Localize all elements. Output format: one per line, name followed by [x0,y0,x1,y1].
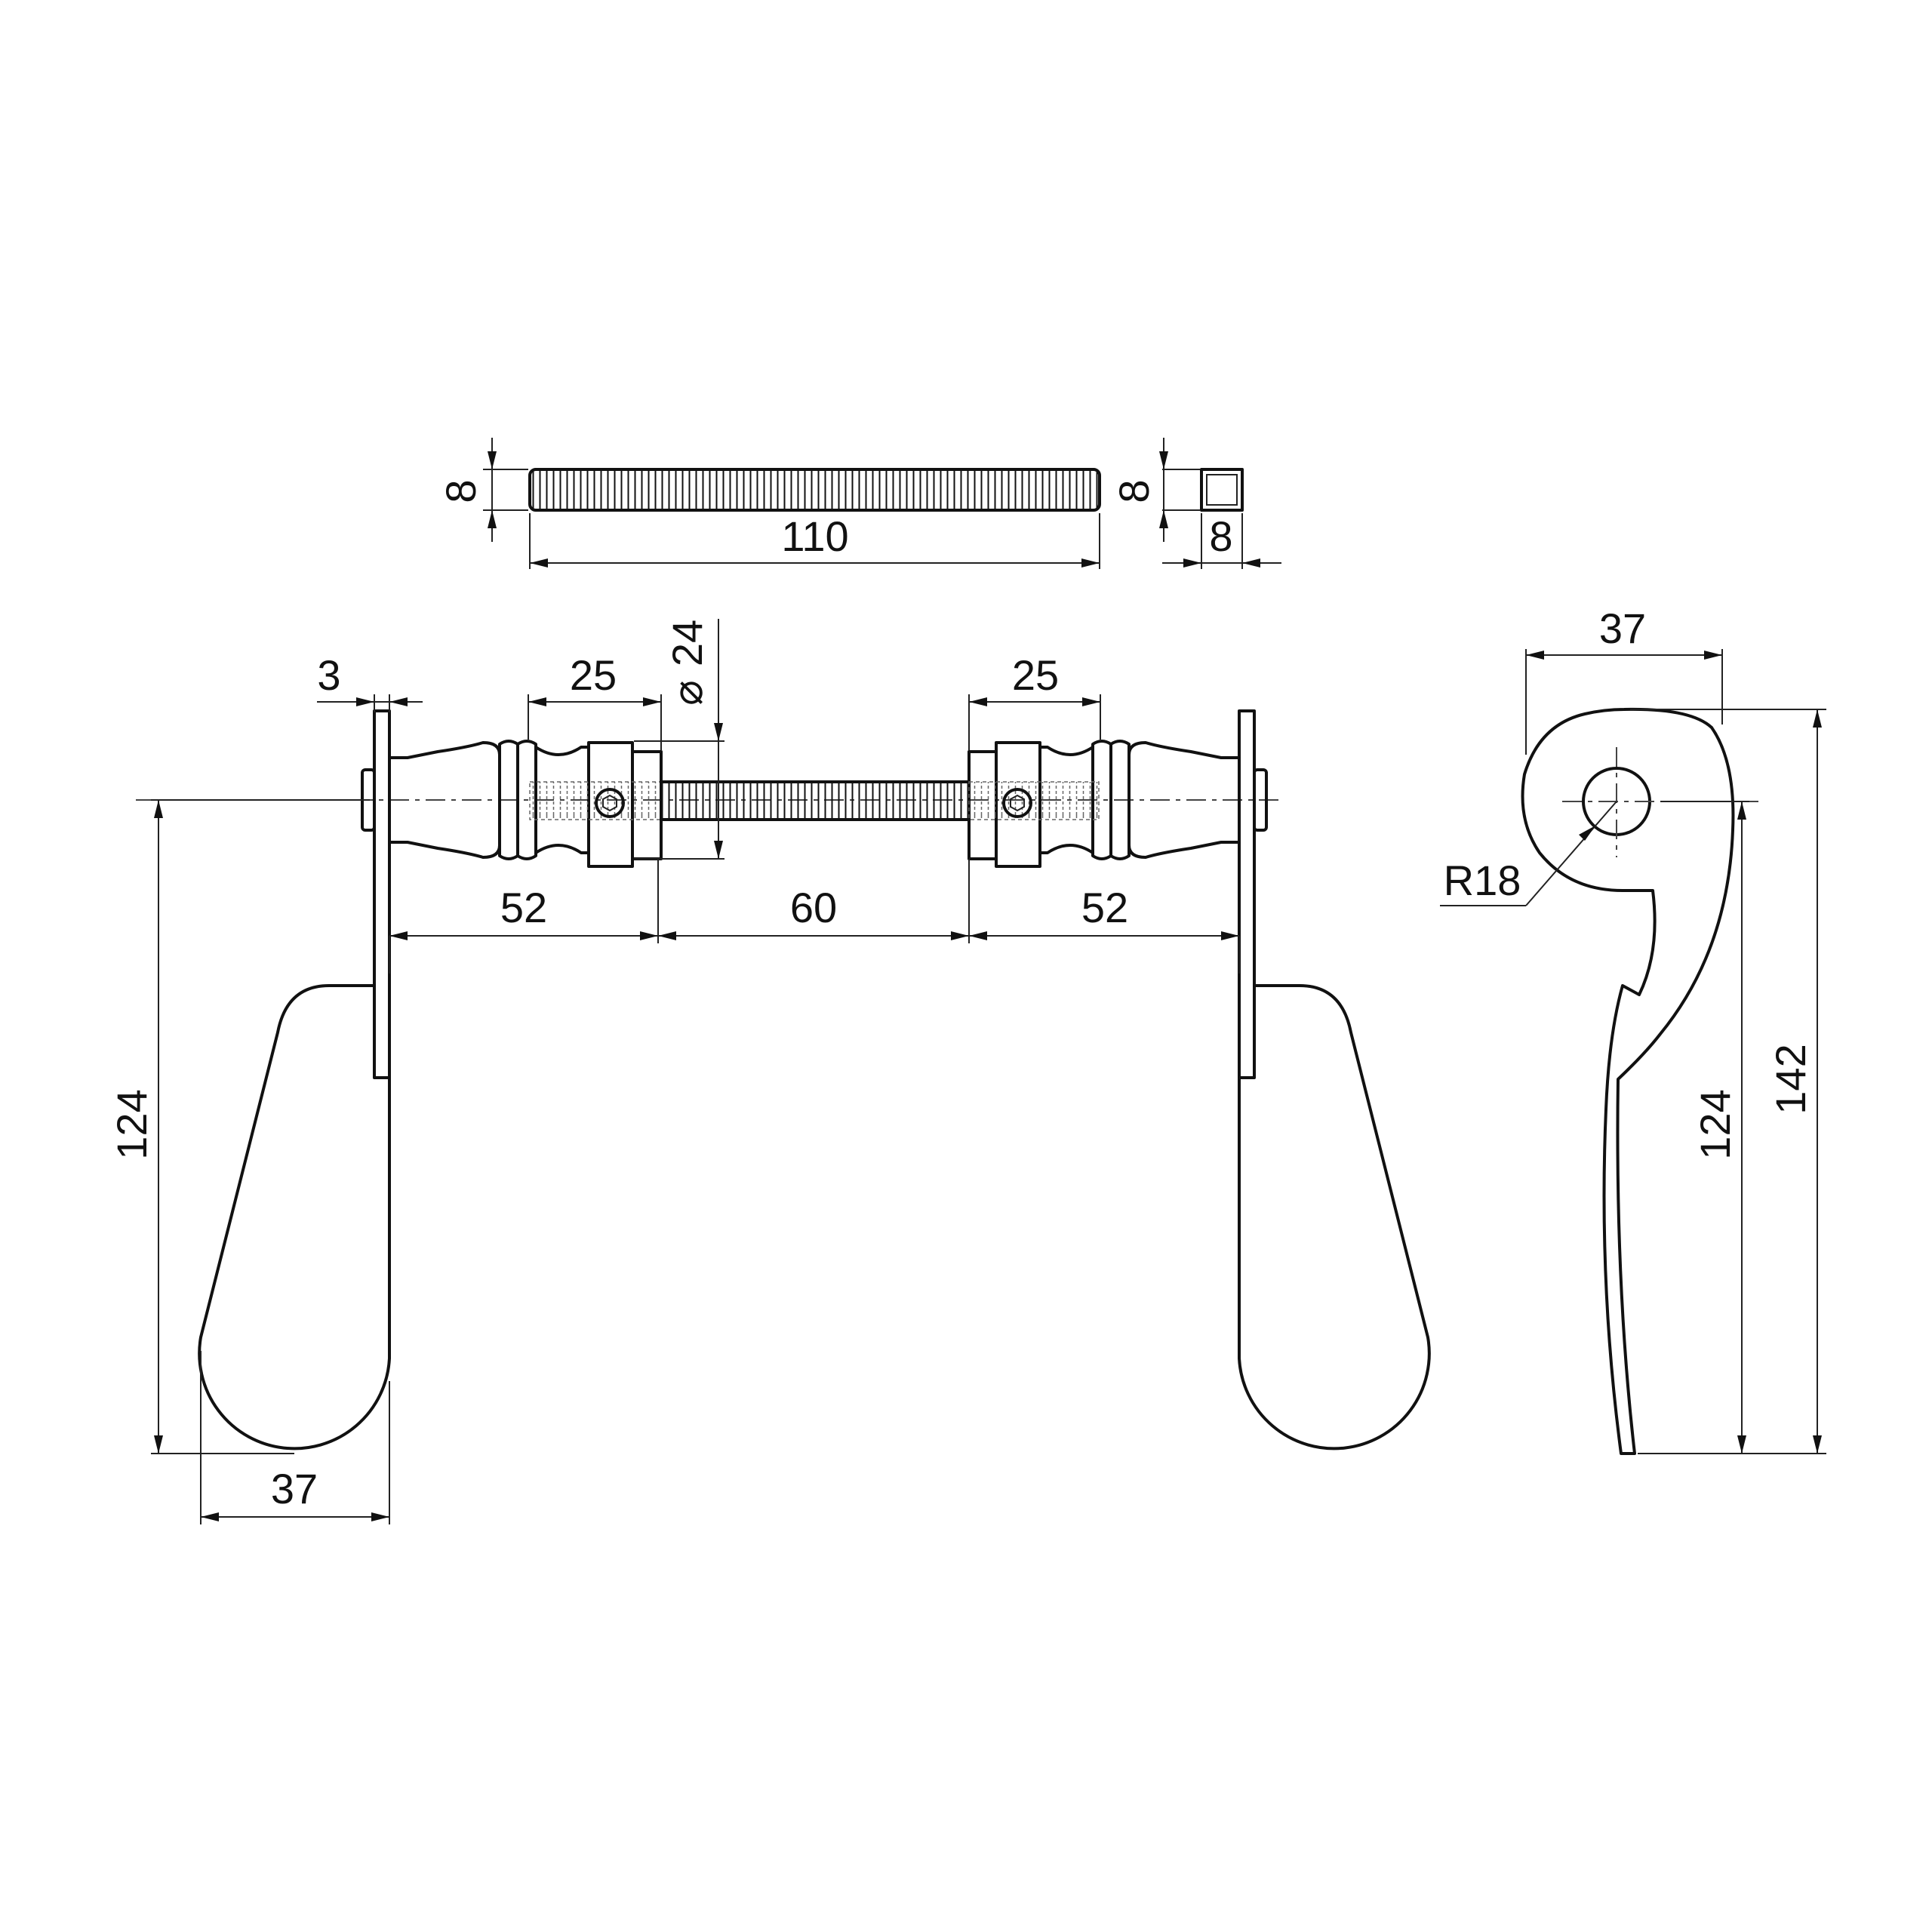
rose-thickness-label: 3 [317,651,340,699]
left-rose-plate [373,709,391,1079]
side-width-label: 37 [1599,605,1646,652]
spindle-bar [528,468,1101,512]
side-lever-profile [1521,707,1735,1455]
side-view: 37 R18 124 142 [1440,605,1826,1455]
lever-drop-left-label: 124 [108,1089,155,1159]
right-grub-screw [1002,788,1032,818]
spindle-section-view: 8 8 [1110,438,1281,569]
assembly-spindle [660,780,971,821]
section-height-label: 8 [1110,479,1158,503]
right-rose-plate [1238,709,1256,1079]
diameter-symbol: ⌀ [663,680,711,706]
spindle-view: 8 110 [437,438,1101,569]
right-rose-boss [1253,768,1268,832]
left-lever [198,984,391,1451]
section-width-label: 8 [1209,512,1232,560]
side-radius-label: R18 [1444,857,1521,904]
knob-width-right-label: 25 [1012,651,1059,699]
span-middle-label: 60 [790,884,837,931]
spindle-height-label: 8 [437,479,485,503]
spindle-length-label: 110 [781,512,848,560]
right-knob [968,740,1241,868]
section-inner [1206,474,1238,506]
span-left-label: 52 [500,884,547,931]
section-outer [1200,468,1244,512]
right-lever [1238,984,1431,1451]
side-total-height-label: 142 [1767,1044,1814,1114]
lever-width-label: 37 [271,1465,318,1512]
assembly-dimensions: 3 25 25 ⌀ 24 52 60 [108,619,1240,1524]
left-grub-screw [595,788,625,818]
span-right-label: 52 [1081,884,1128,931]
knob-diameter-label: 24 [663,620,711,666]
left-knob [388,740,663,868]
handle-assembly [136,709,1431,1451]
side-drop-label: 124 [1691,1089,1739,1159]
knob-width-left-label: 25 [570,651,617,699]
